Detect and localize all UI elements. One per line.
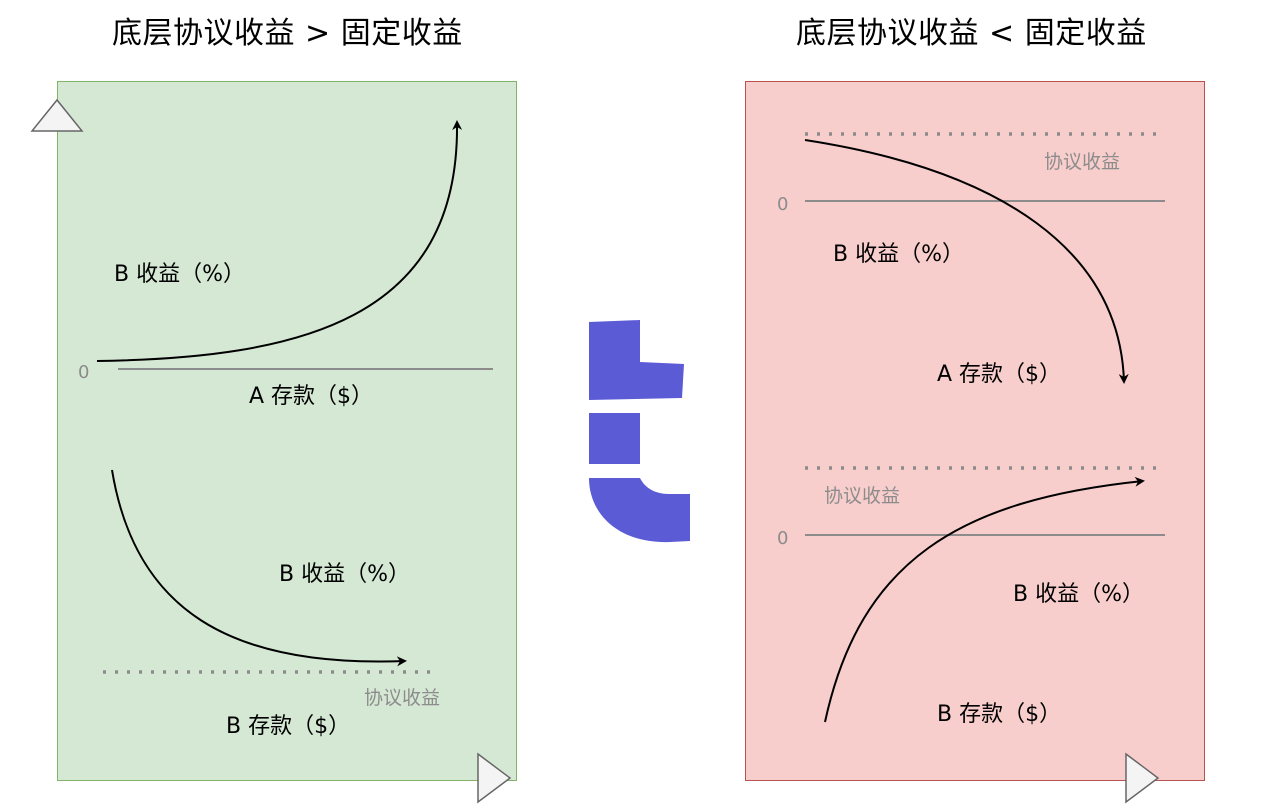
left-bottom-axis-label: B 存款（$） [226, 714, 351, 739]
left-title: 底层协议收益 > 固定收益 [112, 16, 463, 51]
right-bottom-axis-label: B 存款（$） [937, 702, 1062, 727]
right-top-axis-label: A 存款（$） [937, 362, 1062, 387]
left-panel [57, 81, 517, 781]
left-top-zero-label: 0 [78, 362, 90, 383]
left-bottom-curve-label: B 收益（%） [279, 562, 410, 587]
left-top-rising-curve [96, 120, 463, 362]
right-top-falling-curve [804, 139, 1129, 384]
left-bottom-reference-label: 协议收益 [364, 687, 441, 709]
right-bottom-rising-curve [824, 476, 1145, 723]
left-bottom-decay-curve [111, 469, 407, 667]
right-bottom-zero-label: 0 [777, 528, 789, 549]
left-right-triangle-icon [477, 752, 512, 804]
right-title: 底层协议收益 < 固定收益 [796, 16, 1147, 51]
left-top-curve-label: B 收益（%） [114, 262, 245, 287]
right-top-curve-label: B 收益（%） [833, 242, 964, 267]
right-panel [745, 81, 1205, 781]
left-up-triangle-icon [30, 98, 84, 132]
letter-t-logo-icon [589, 320, 690, 543]
right-bottom-curve-label: B 收益（%） [1013, 582, 1144, 607]
right-right-triangle-icon [1125, 752, 1160, 804]
left-top-axis-label: A 存款（$） [249, 384, 374, 409]
right-top-zero-label: 0 [777, 194, 789, 215]
right-bottom-reference-label: 协议收益 [824, 485, 901, 507]
right-top-reference-label: 协议收益 [1044, 151, 1121, 173]
